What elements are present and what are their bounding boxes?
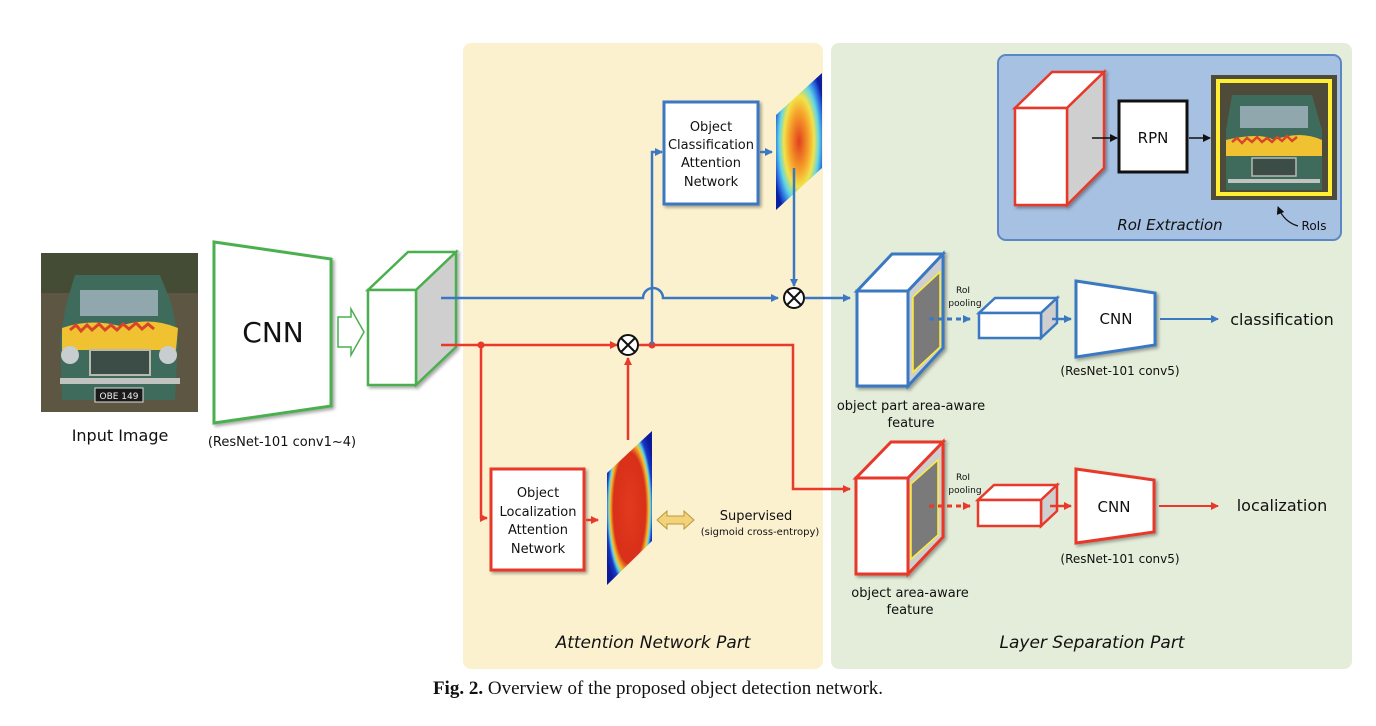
object-aware-feature-label-1: object area-aware: [851, 586, 969, 601]
classification-box-line-1: Object: [690, 120, 732, 135]
cnn-bottom-label: CNN: [1098, 498, 1131, 516]
figure-caption-prefix: Fig. 2.: [433, 678, 483, 699]
classification-box-line-4: Network: [684, 175, 739, 190]
cnn-top: [1074, 279, 1157, 359]
backbone-caption: (ResNet-101 conv1~4): [208, 435, 356, 450]
cnn-bottom-caption: (ResNet-101 conv5): [1060, 552, 1179, 566]
cnn-bottom: [1074, 467, 1156, 545]
rpn-label: RPN: [1138, 129, 1169, 147]
figure-caption: Fig. 2. Overview of the proposed object …: [433, 678, 883, 699]
red-output-path: [639, 343, 851, 493]
roi-pooling-label-2-bottom: pooling: [948, 486, 981, 496]
separation-panel-title: Layer Separation Part: [1000, 633, 1186, 653]
supervised-sublabel: (sigmoid cross-entropy): [701, 527, 820, 538]
classification-box-line-3: Attention: [681, 156, 741, 171]
attention-panel: [463, 43, 823, 669]
multiply-node-localization: [617, 334, 639, 356]
part-aware-feature-label-1: object part area-aware: [837, 399, 985, 414]
roi-feature-cube: [1011, 69, 1108, 209]
localization-output-label: localization: [1237, 496, 1328, 515]
classification-heatmap: [776, 73, 822, 210]
cnn-top-caption: (ResNet-101 conv5): [1060, 364, 1179, 378]
object-aware-feature-cube: [852, 438, 947, 578]
roi-extraction-title: RoI Extraction: [1117, 216, 1222, 234]
multiply-node-classification: [783, 287, 805, 309]
input-image-label: Input Image: [72, 426, 169, 445]
rois-pointer-arrow: [1276, 206, 1299, 227]
supervised-double-arrow-icon: [656, 509, 695, 531]
classification-box-line-2: Classification: [668, 138, 754, 153]
license-plate-text: OBE 149: [100, 392, 139, 402]
input-image: OBE 149: [41, 253, 198, 412]
localization-box-line-3: Attention: [508, 523, 568, 538]
backbone-cnn: [212, 240, 333, 425]
rpn-box: [1117, 99, 1189, 174]
pooled-feature-top: [975, 295, 1061, 341]
localization-box-line-2: Localization: [500, 505, 577, 520]
localization-heatmap: [607, 431, 652, 585]
classification-output-label: classification: [1230, 310, 1334, 329]
cnn-top-label: CNN: [1100, 310, 1133, 328]
localization-box-line-4: Network: [511, 542, 566, 557]
localization-attention-box: [489, 467, 586, 572]
object-aware-feature-label-2: feature: [887, 603, 934, 618]
backbone-feature-cube: [364, 249, 460, 388]
roi-pooling-label-1-bottom: RoI: [956, 473, 970, 483]
supervised-label: Supervised: [720, 509, 792, 524]
roi-pooling-label-2-top: pooling: [948, 299, 981, 309]
attention-panel-title: Attention Network Part: [555, 633, 752, 653]
rois-label: RoIs: [1302, 219, 1327, 233]
roi-pooling-label-1-top: RoI: [956, 286, 970, 296]
part-aware-feature-label-2: feature: [888, 416, 935, 431]
hollow-arrow-icon: [337, 306, 365, 358]
backbone-cnn-label: CNN: [242, 316, 303, 349]
red-branch-to-localization: [479, 345, 488, 522]
localization-box-line-1: Object: [517, 486, 559, 501]
figure-caption-text: Overview of the proposed object detectio…: [483, 678, 883, 699]
part-aware-feature-cube: [853, 250, 947, 390]
roi-image: [1211, 75, 1337, 200]
blue-branch-to-classification: [650, 148, 663, 345]
pooled-feature-bottom: [974, 482, 1061, 529]
classification-attention-box: [662, 100, 760, 206]
